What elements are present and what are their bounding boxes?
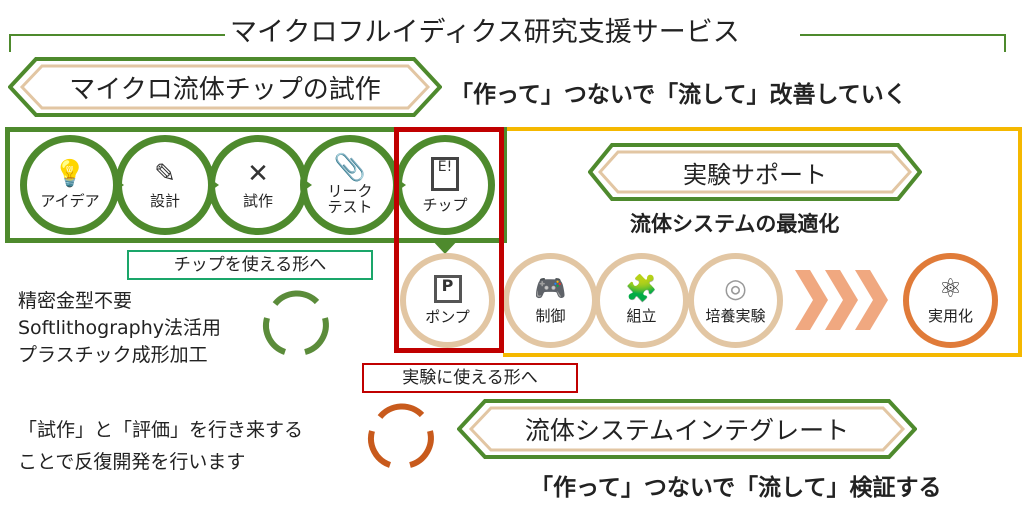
support-frame <box>503 127 1022 357</box>
subtitle-support: 流体システムの最適化 <box>630 212 840 236</box>
chevrons-icon <box>795 270 888 330</box>
step-label: 組立 <box>626 307 657 326</box>
step-label: 制御 <box>535 307 566 326</box>
step-chip: E! チップ <box>395 135 495 235</box>
pencil-icon: ✎ <box>154 158 176 189</box>
step-label: ポンプ <box>425 308 470 327</box>
note-line: 精密金型不要 <box>18 290 133 312</box>
note-line: Softlithography法活用 <box>18 317 222 339</box>
puzzle-icon: 🧩 <box>625 274 658 305</box>
iteration-text: 「試作」と「評価」を行き来する ことで反復開発を行います <box>18 414 303 478</box>
banner-support-label: 実験サポート <box>683 160 827 189</box>
paperclip-icon: 📎 <box>333 152 367 183</box>
lightbulb-icon: 💡 <box>53 158 87 189</box>
pump-icon-letter: P <box>441 276 454 296</box>
step-label: 培養実験 <box>705 307 766 326</box>
slogan-bottom: 「作って」つないで「流して」検証する <box>530 475 942 501</box>
pump-icon: P <box>433 275 462 304</box>
left-notes: 精密金型不要 Softlithography法活用 プラスチック成形加工 <box>18 288 221 369</box>
title-bracket <box>9 34 1006 52</box>
iteration-line: 「試作」と「評価」を行き来する <box>18 419 304 441</box>
chip-usable-label: チップを使える形へ <box>127 250 373 280</box>
banner-integrate: 流体システムインテグレート <box>457 399 917 459</box>
step-label: リーク <box>327 181 373 200</box>
cycle-orange-icon <box>368 403 434 468</box>
cycle-green-icon <box>263 290 329 355</box>
note-line: プラスチック成形加工 <box>18 344 208 366</box>
step-control: 🎮 制御 <box>503 253 598 348</box>
step-pump: P ポンプ <box>400 253 495 348</box>
step-label: 設計 <box>149 191 180 210</box>
step-label: チップ <box>422 195 468 214</box>
cell-icon: ◎ <box>724 274 747 305</box>
step-label: 実用化 <box>927 307 973 326</box>
banner-chip-label: マイクロ流体チップの試作 <box>69 74 381 105</box>
iteration-line: ことで反復開発を行います <box>18 451 246 473</box>
chip-icon: E! <box>431 156 459 191</box>
experiment-usable-label: 実験に使える形へ <box>362 363 578 393</box>
slogan-top: 「作って」つないで「流して」改善していく <box>450 82 907 108</box>
step-label: テスト <box>327 198 373 216</box>
step-idea: 💡 アイデア <box>20 135 120 235</box>
gamepad-icon: 🎮 <box>534 274 567 305</box>
chip-frame <box>5 127 507 243</box>
banner-chip: マイクロ流体チップの試作 <box>8 57 442 117</box>
step-label: アイデア <box>40 191 100 210</box>
step-practical: ⚛ 実用化 <box>903 253 998 348</box>
pump-chip-highlight <box>394 127 504 353</box>
banner-support: 実験サポート <box>588 143 922 201</box>
step-assembly: 🧩 組立 <box>594 253 689 348</box>
step-culture: ◎ 培養実験 <box>688 253 783 348</box>
banner-integrate-label: 流体システムインテグレート <box>524 416 850 445</box>
network-icon: ⚛ <box>938 274 963 305</box>
page-title: マイクロフルイディクス研究支援サービス <box>230 17 740 48</box>
step-label: 試作 <box>242 191 273 210</box>
tools-icon: ✕ <box>247 158 269 189</box>
